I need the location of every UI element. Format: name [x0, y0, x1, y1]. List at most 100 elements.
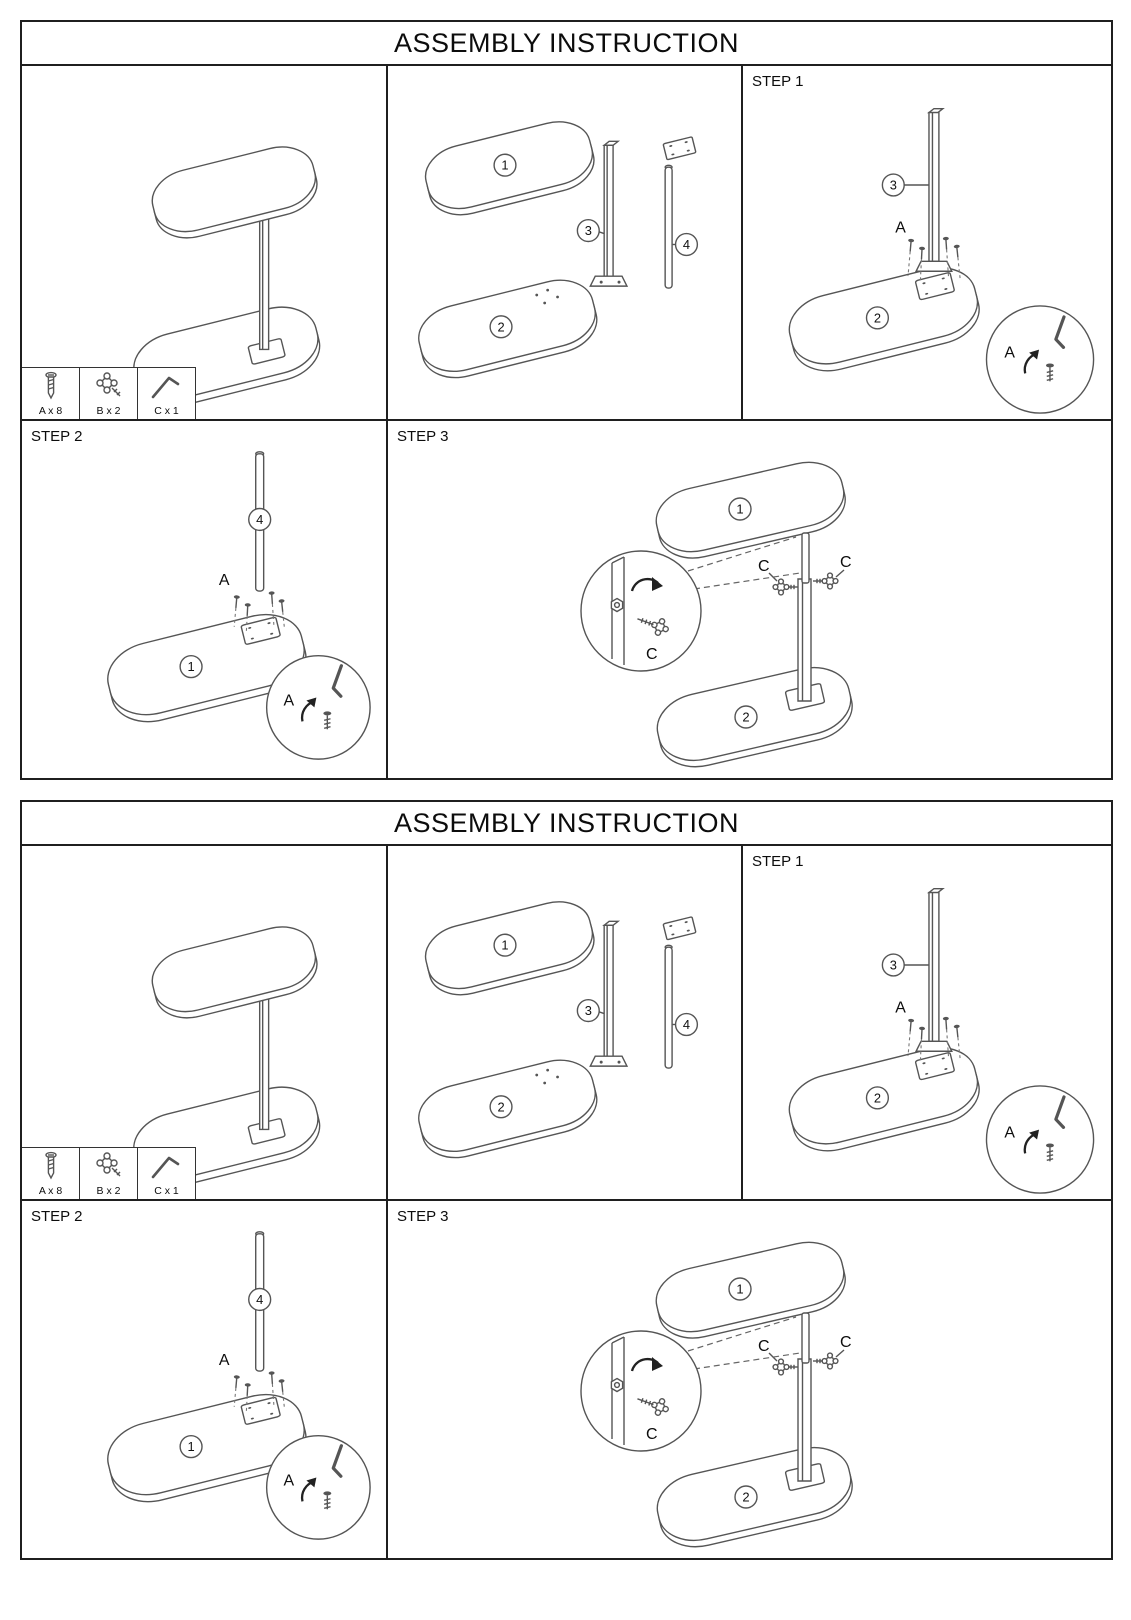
part-callout-4: 4: [249, 509, 271, 531]
step2-drawing: 4 A 1 A: [22, 421, 386, 778]
step1-drawing: 3 A 2 A: [743, 66, 1111, 419]
hardware-label-a: A x 8: [38, 405, 63, 417]
part-callout-1: 1: [494, 934, 516, 956]
part-callout-4: 4: [676, 234, 698, 256]
step2-drawing: 4 A 1 A: [22, 1201, 386, 1558]
panel-step3: STEP 3: [388, 1201, 1111, 1558]
hardware-label-a: A x 8: [38, 1185, 63, 1197]
knob-icon: [89, 1151, 129, 1181]
rotation-arrow-icon: [302, 697, 317, 721]
svg-text:2: 2: [742, 1490, 749, 1505]
part-callout-2: 2: [735, 1486, 757, 1508]
screw-holes: [535, 288, 559, 305]
pole-drawing: [260, 210, 269, 349]
allen-key-icon: [332, 1446, 351, 1477]
knob-icon: [813, 573, 838, 589]
panel-grid: A x 8: [22, 66, 1111, 778]
mounting-plate: [915, 272, 954, 300]
part-callout-1: 1: [180, 1436, 202, 1458]
label-c: C: [758, 1338, 770, 1355]
screws: [231, 1371, 287, 1411]
step3-label: STEP 3: [397, 1208, 449, 1225]
knob-icon: [635, 611, 672, 638]
part-callout-4: 4: [676, 1014, 698, 1036]
label-a: A: [284, 692, 295, 709]
label-a: A: [1004, 345, 1015, 362]
label-c: C: [840, 1334, 852, 1351]
step2-label: STEP 2: [31, 428, 83, 445]
label-a: A: [284, 1472, 295, 1489]
screws: [905, 1016, 963, 1061]
panel-finished-product: A x 8: [22, 846, 388, 1201]
hardware-label-b: B x 2: [96, 1185, 121, 1197]
panel-grid: A x 8: [22, 846, 1111, 1558]
panel-exploded-parts: 1 3: [388, 66, 743, 421]
allen-key-icon: [147, 1151, 187, 1181]
rotation-arrow-icon: [1025, 349, 1040, 374]
allen-key-icon: [332, 666, 351, 697]
assembly-sheet: ASSEMBLY INSTRUCTION: [20, 800, 1113, 1560]
mounting-plate: [241, 617, 281, 645]
rotation-arrow-icon: [302, 1477, 317, 1501]
svg-text:4: 4: [683, 1017, 690, 1032]
panel-step3: STEP 3: [388, 421, 1111, 778]
label-c: C: [646, 1426, 658, 1443]
hardware-item-c: C x 1: [138, 367, 196, 419]
panel-finished-product: A x 8: [22, 66, 388, 421]
svg-text:3: 3: [585, 223, 592, 238]
sheet-title: ASSEMBLY INSTRUCTION: [22, 802, 1111, 846]
detail-circle: A: [267, 656, 370, 759]
tabletop-slab-drawing: [146, 139, 323, 245]
detail-circle: C: [581, 551, 701, 671]
exploded-parts-drawing: 1 3: [388, 846, 741, 1199]
step1-label: STEP 1: [752, 853, 804, 870]
svg-text:1: 1: [501, 158, 508, 173]
sheet-title-text: ASSEMBLY INSTRUCTION: [393, 27, 740, 58]
panel-step2: STEP 2 4 A: [22, 421, 388, 778]
svg-text:4: 4: [256, 1292, 263, 1307]
document-page: ASSEMBLY INSTRUCTION: [0, 20, 1131, 1560]
exploded-parts-drawing: 1 3: [388, 66, 741, 419]
part4-round-pole: [663, 917, 696, 1068]
svg-text:2: 2: [497, 319, 504, 334]
nut-icon: [611, 599, 622, 612]
hardware-legend: A x 8: [22, 1147, 196, 1199]
screw-icon: [1045, 1143, 1054, 1161]
pole-corner-drawing: [612, 557, 624, 665]
hardware-item-b: B x 2: [80, 367, 138, 419]
sheet-title: ASSEMBLY INSTRUCTION: [22, 22, 1111, 66]
screw-icon: [323, 711, 332, 729]
panel-step1: STEP 1 3: [743, 66, 1111, 421]
hardware-item-a: A x 8: [22, 367, 80, 419]
knob-icon: [89, 371, 129, 401]
hardware-label-c: C x 1: [154, 405, 179, 417]
allen-key-icon: [1054, 317, 1073, 347]
step2-label: STEP 2: [31, 1208, 83, 1225]
assembly-sheet: ASSEMBLY INSTRUCTION: [20, 20, 1113, 780]
knob-icon: [773, 1359, 798, 1375]
round-pole-drawing: [802, 533, 809, 583]
part-callout-1: 1: [729, 498, 751, 520]
square-pole-drawing: [798, 579, 811, 701]
svg-text:2: 2: [497, 1099, 504, 1114]
square-pole-drawing: [916, 889, 952, 1052]
rotation-arrow-icon: [632, 1357, 663, 1371]
svg-text:1: 1: [187, 1439, 194, 1454]
hardware-item-c: C x 1: [138, 1147, 196, 1199]
part-callout-2: 2: [490, 316, 512, 338]
mounting-plate: [241, 1397, 281, 1425]
label-a: A: [219, 572, 230, 589]
step1-drawing: 3 A 2 A: [743, 846, 1111, 1199]
square-pole-drawing: [916, 109, 952, 272]
part3-square-pole: [590, 141, 627, 286]
screws: [905, 236, 963, 281]
step3-drawing: C C 1 2: [388, 421, 1111, 778]
label-c: C: [758, 558, 770, 575]
sheet-title-text: ASSEMBLY INSTRUCTION: [393, 807, 740, 838]
round-pole-drawing: [802, 1313, 809, 1363]
part-callout-2: 2: [867, 1087, 889, 1109]
svg-text:2: 2: [874, 1090, 881, 1105]
part-callout-3: 3: [577, 220, 599, 242]
part-callout-3: 3: [882, 174, 904, 196]
hardware-label-c: C x 1: [154, 1185, 179, 1197]
